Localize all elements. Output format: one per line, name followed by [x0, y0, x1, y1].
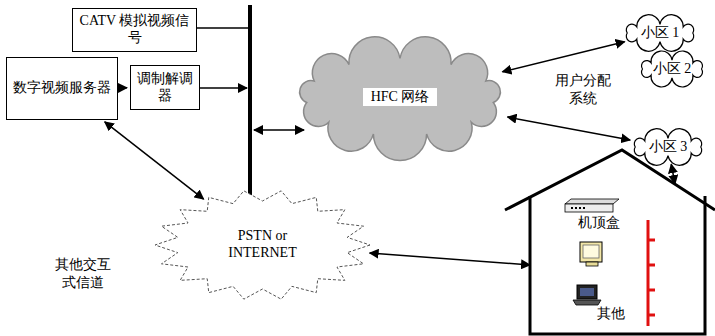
cloud-path	[626, 15, 693, 52]
connector-arrow	[105, 122, 204, 199]
node-label: 调制解调器	[134, 71, 196, 105]
roof	[505, 150, 715, 210]
laptop-icon	[573, 285, 601, 305]
node-label: 其他	[597, 306, 625, 323]
annotation: 用户分配系统	[553, 72, 613, 107]
computer-icon	[580, 242, 602, 266]
area-cloud: 小区 3	[628, 132, 708, 162]
node-label: PSTN or INTERNET	[203, 228, 323, 262]
cloud-path	[300, 37, 501, 161]
node-label: 小区 3	[649, 139, 688, 156]
house-wiring	[648, 220, 655, 326]
cloud-path	[641, 51, 702, 87]
area-cloud: 小区 1	[620, 18, 700, 48]
server-box: 数字视频服务器	[6, 57, 118, 120]
set-top-box: 机顶盒	[561, 198, 637, 240]
source-box: CATV 模拟视频信号	[72, 8, 197, 52]
feed-arrow	[198, 87, 247, 89]
node-label: 小区 1	[641, 25, 680, 42]
node-label: HFC 网络	[363, 88, 438, 107]
connector-arrow	[121, 87, 127, 89]
connector-arrow	[370, 253, 530, 265]
node-label: CATV 模拟视频信号	[76, 13, 193, 47]
network-cloud: HFC 网络	[285, 42, 515, 152]
house: 机顶盒其他	[505, 148, 715, 336]
connector-arrow	[508, 117, 631, 140]
modem-box: 调制解调器	[130, 65, 200, 110]
node-label: 小区 2	[653, 61, 692, 78]
walls	[530, 196, 705, 334]
bus-arrow	[254, 129, 304, 131]
connector-arrow	[502, 42, 624, 72]
feed-line	[195, 27, 248, 29]
set-top-box-icon	[561, 198, 637, 214]
burst-path	[155, 191, 370, 299]
node-label: 数字视频服务器	[13, 80, 111, 97]
network-burst: PSTN or INTERNET	[155, 190, 370, 300]
cloud-path	[634, 129, 701, 166]
node-label: 机顶盒	[578, 215, 620, 232]
area-cloud: 小区 2	[636, 54, 708, 84]
annotation: 其他交互式信道	[52, 256, 114, 291]
